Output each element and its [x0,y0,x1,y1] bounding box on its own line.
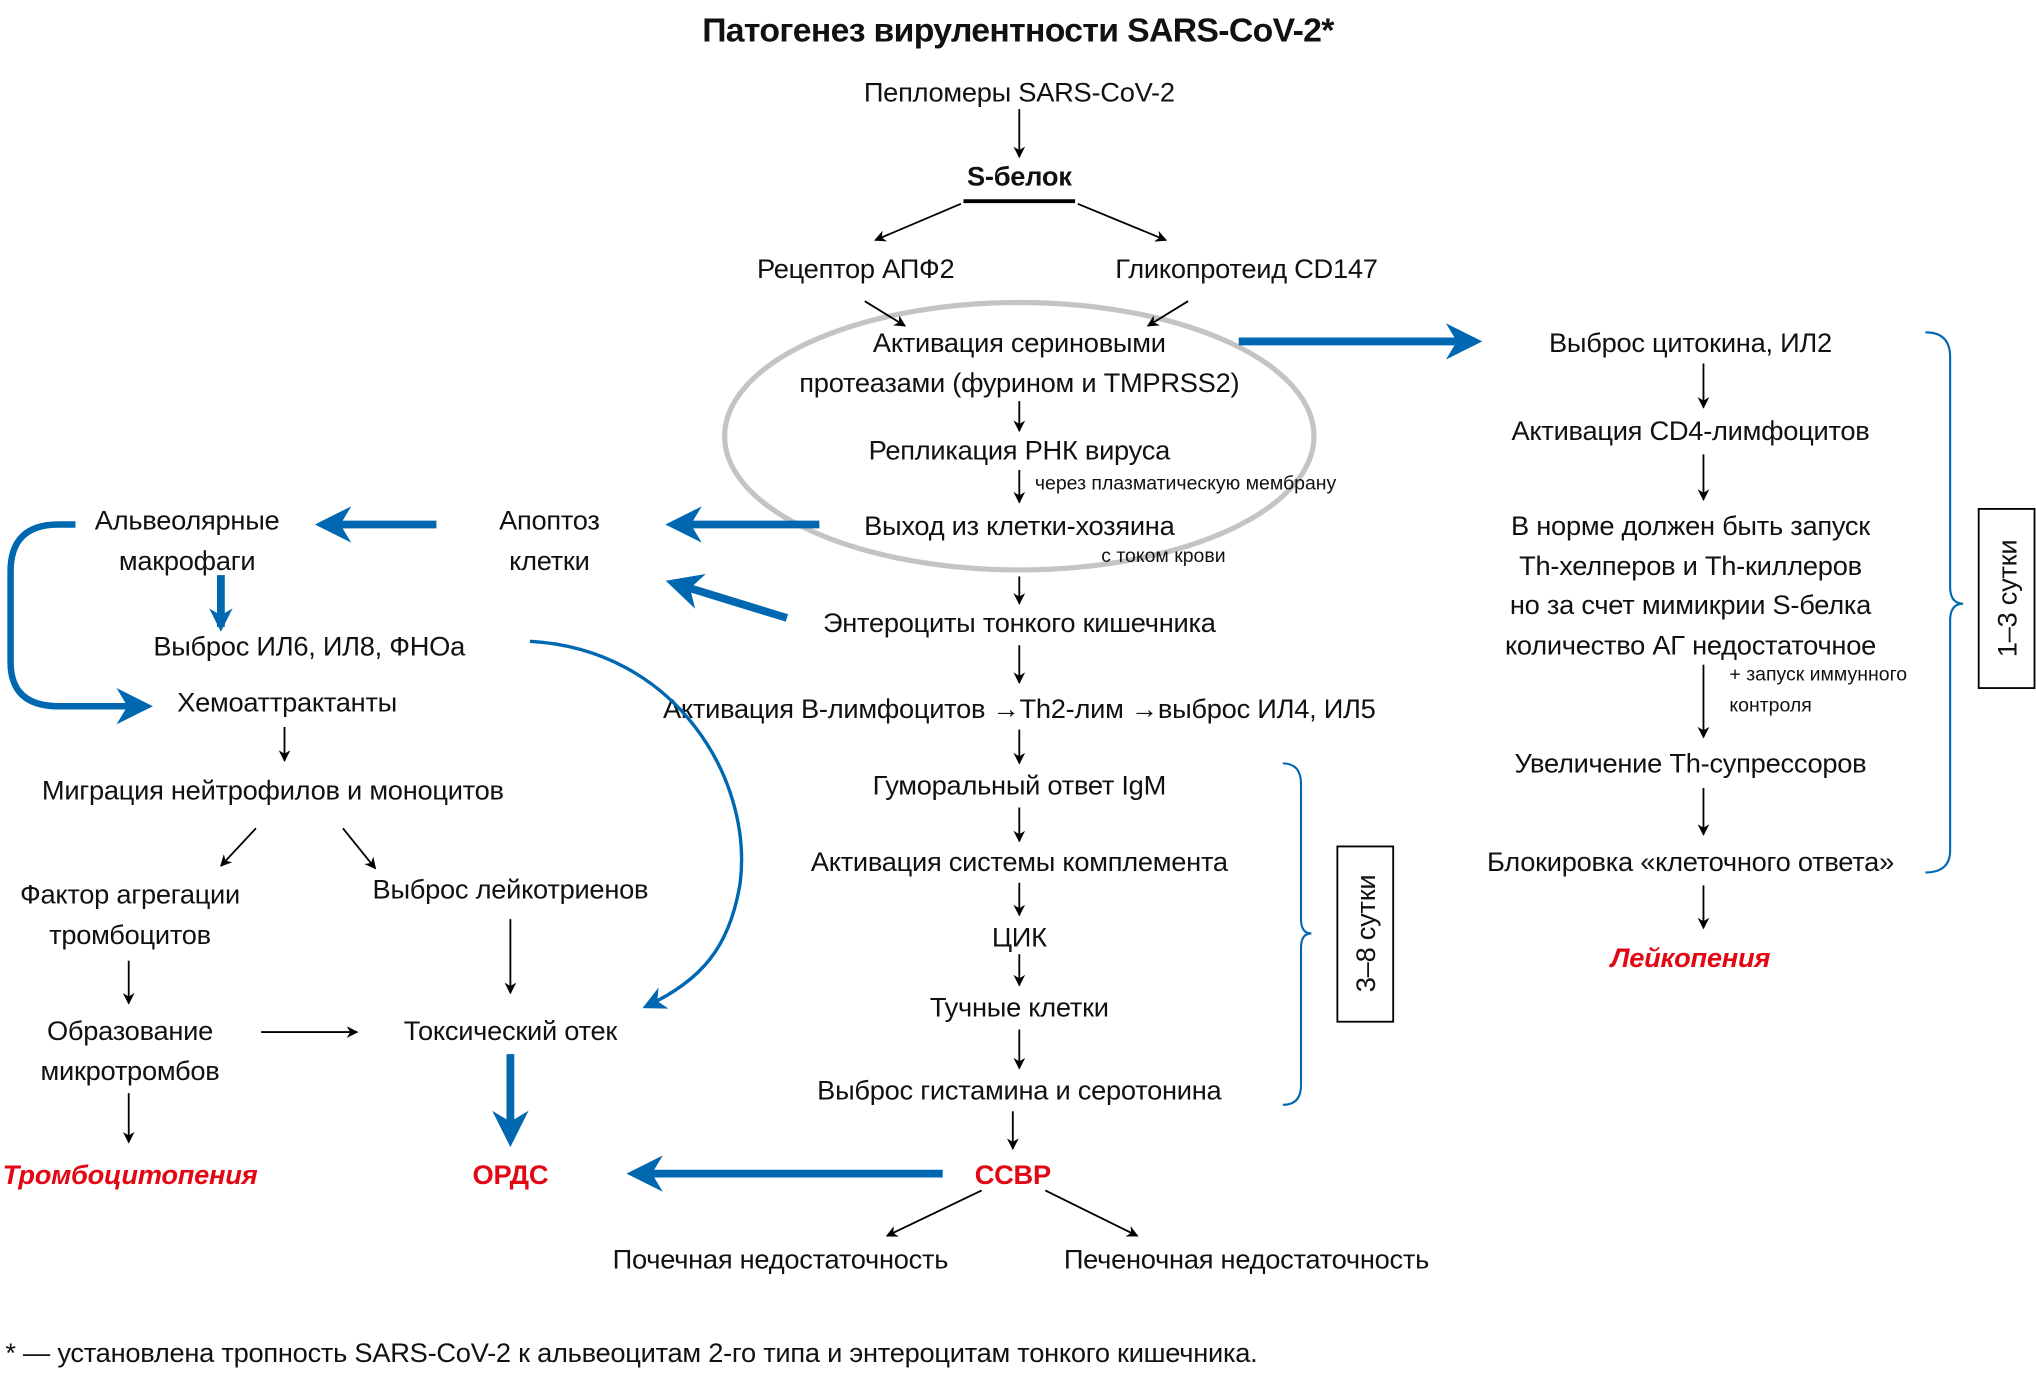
node-cd4-activation: Активация CD4-лимфоцитов [1511,415,1869,446]
arrow-sirs-to-renal [885,1189,983,1237]
node-microthrombi-line1: Образование [47,1015,213,1046]
arrow-ace2-to-activation [864,300,907,327]
node-host-cell-exit: Выход из клетки-хозяина [864,510,1175,541]
node-histamine-serotonin: Выброс гистамина и серотонина [817,1075,1222,1106]
arrow-sirs-to-hepatic [1044,1189,1139,1237]
period-label-1-3-days: 1–3 сутки [1991,540,2022,658]
node-activation-line1: Активация сериновыми [873,327,1166,358]
node-alveolar-line1: Альвеолярные [95,505,280,536]
period-box-3-8-days [1336,845,1395,1023]
blue-arrow-enterocytes-to-apoptosis [665,574,789,622]
node-ards: ОРДС [473,1159,549,1190]
node-s-protein: S-белок [967,161,1072,192]
arrow-migration-to-paf [220,827,257,867]
node-peplomers: Пепломеры SARS-CoV-2 [864,76,1175,107]
note-immune-control-line2: контроля [1729,694,1811,716]
node-mast-cells: Тучные клетки [930,992,1109,1023]
node-normal-line4: количество АГ недостаточное [1505,629,1876,660]
node-toxic-edema: Токсический отек [404,1015,619,1046]
node-sirs: ССВР [975,1159,1051,1190]
node-cic: ЦИК [992,921,1047,952]
node-leukopenia: Лейкопения [1609,942,1771,973]
footnote: * — установлена тропность SARS-CoV-2 к а… [5,1337,1257,1368]
note-immune-control-line1: + запуск иммунного [1729,663,1907,685]
node-rna-replication: Репликация РНК вируса [869,435,1171,466]
brace-3-8-days [1282,762,1312,1106]
node-hepatic-failure: Печеночная недостаточность [1064,1243,1429,1274]
node-cytokine-release: Выброс цитокина, ИЛ2 [1549,327,1832,358]
node-cell-response-block: Блокировка «клеточного ответа» [1487,846,1894,877]
arrow-s-to-cd147 [1077,202,1168,242]
node-glycoprotein-cd147: Гликопротеид CD147 [1115,253,1377,284]
node-th-suppressors: Увеличение Th-супрессоров [1515,747,1867,778]
node-migration: Миграция нейтрофилов и моноцитов [42,775,504,806]
node-normal-line2: Th-хелперов и Th-киллеров [1519,550,1862,581]
node-paf-line2: тромбоцитов [49,919,211,950]
node-microthrombi-line2: микротромбов [41,1055,220,1086]
node-activation-line2: протеазами (фурином и TMPRSS2) [799,367,1239,398]
node-apoptosis-line2: клетки [509,545,589,576]
node-receptor-ace2: Рецептор АПФ2 [757,253,954,284]
node-complement: Активация системы комплемента [811,846,1229,877]
arrow-cd147-to-activation [1146,300,1189,327]
node-leukotrienes: Выброс лейкотриенов [373,873,649,904]
node-apoptosis-line1: Апоптоз [499,505,600,536]
node-normal-line1: В норме должен быть запуск [1511,510,1871,541]
blue-curve-arrow-il-to-edema [529,639,744,1009]
node-thrombocytopenia: Тромбоцитопения [3,1159,258,1190]
note-via-membrane: через плазматическую мембрану [1035,472,1337,494]
period-label-3-8-days: 3–8 сутки [1350,875,1381,993]
node-paf-line1: Фактор агрегации [20,879,240,910]
node-chemoattractants: Хемоаттрактанты [177,686,397,717]
node-b-lymph-activation: Активация В-лимфоцитов →Th2-лим →выброс … [663,693,1376,724]
node-enterocytes: Энтероциты тонкого кишечника [823,607,1217,638]
node-humoral-igm: Гуморальный ответ IgM [873,770,1166,801]
node-renal-failure: Почечная недостаточность [613,1243,949,1274]
host-cell-ellipse [722,299,1317,573]
diagram-title: Патогенез вирулентности SARS-CoV-2* [702,12,1335,50]
node-alveolar-line2: макрофаги [119,545,256,576]
brace-1-3-days [1925,331,1964,874]
note-bloodstream: с током крови [1101,545,1225,567]
node-il-release: Выброс ИЛ6, ИЛ8, ФНОа [153,631,466,662]
blue-loop-arrow-macrophages-to-chemoattractants [7,521,153,725]
period-box-1-3-days [1977,507,2036,689]
arrow-s-to-ace2 [874,202,962,242]
arrow-migration-to-leukotrienes [342,827,377,870]
node-normal-line3: но за счет мимикрии S-белка [1510,589,1872,620]
